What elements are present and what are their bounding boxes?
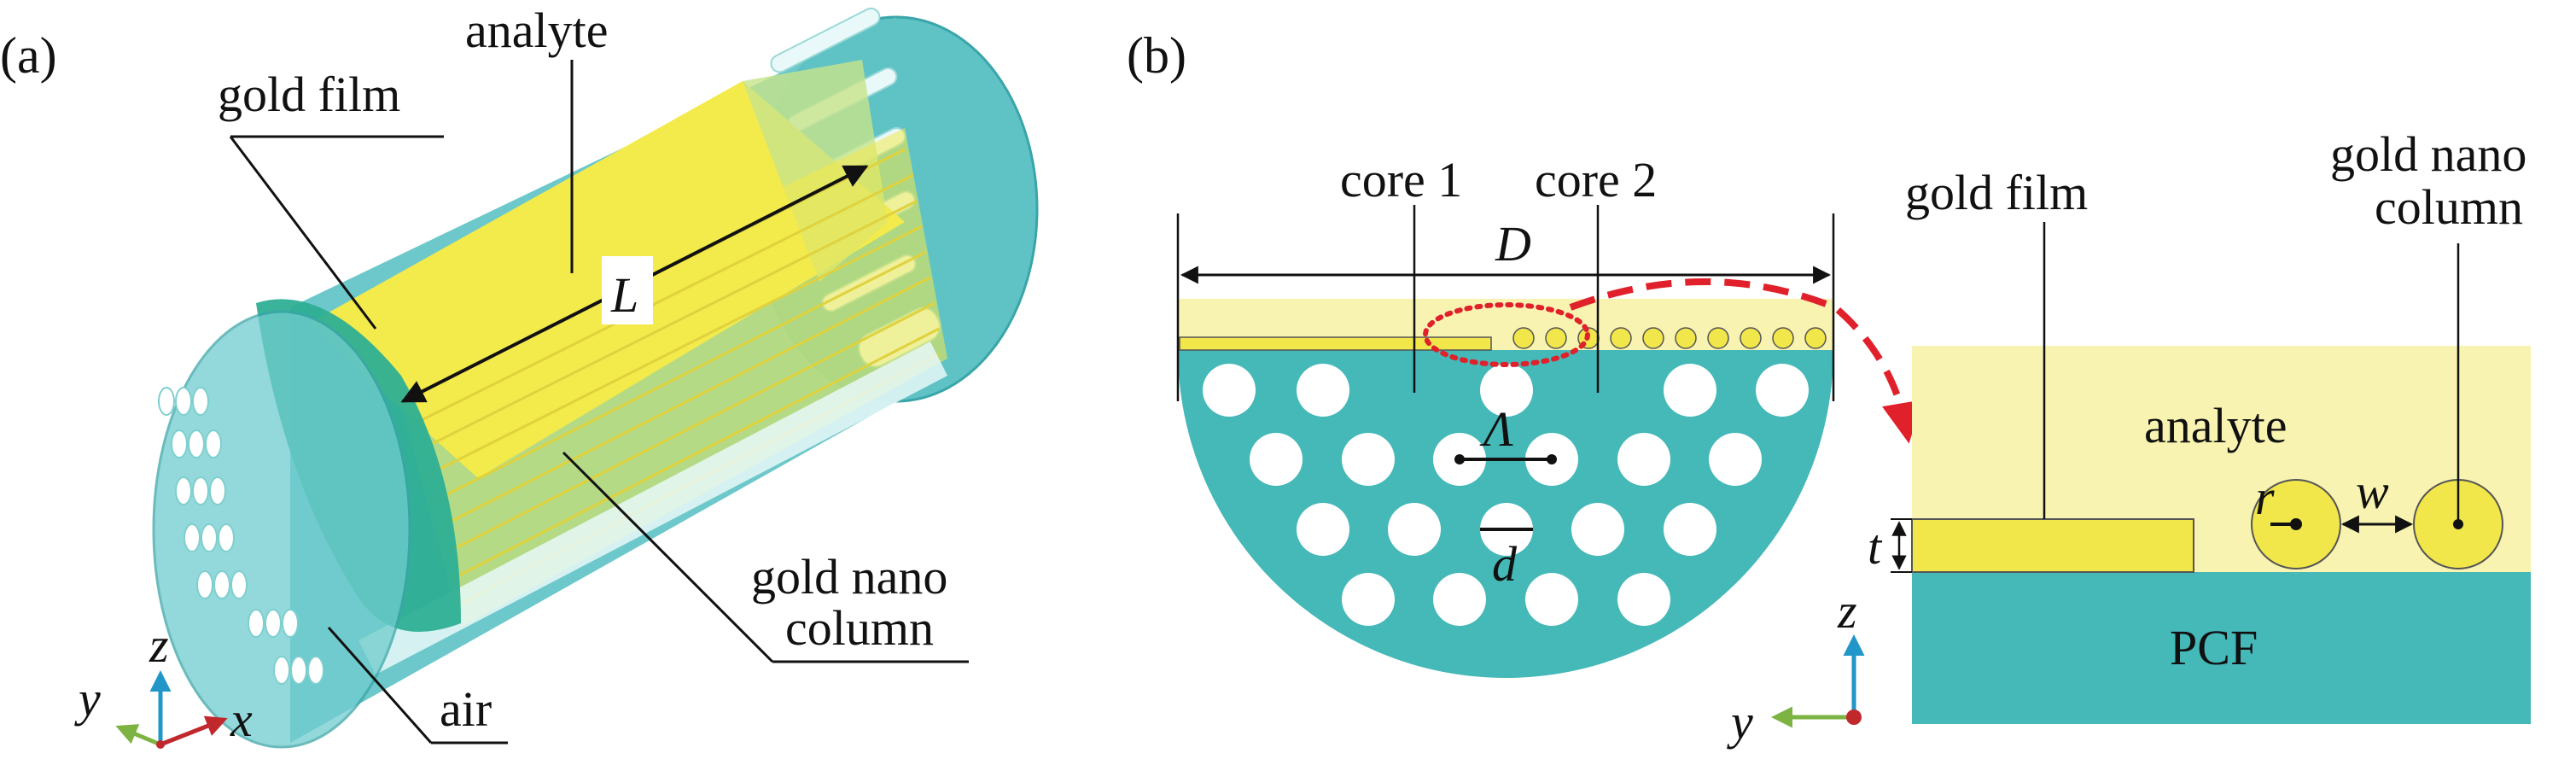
zoom-pcf-label: PCF [2170,620,2258,675]
core2-label: core 2 [1535,152,1657,207]
tube-highlight [358,342,947,674]
axis-a-x: x [230,692,253,747]
analyte-label: analyte [465,3,608,58]
axis-a-z: z [149,617,169,673]
zoom-nano-label-1: gold nano [2330,126,2526,182]
nano-column-row [1512,327,1827,349]
gold-film-label: gold film [218,67,400,122]
gold-nano-label-1: gold nano [751,549,947,604]
axis-a-y: y [74,671,101,727]
length-label-bg [602,256,653,324]
zoom-nano-label-2: column [2375,179,2523,235]
air-leader-diag [327,627,433,744]
nano-leader-diag [562,451,774,663]
panel-b-label: (b) [1127,27,1186,84]
panel-a-label: (a) [0,27,57,84]
gold-film-strip [1179,336,1492,351]
core1-label: core 1 [1340,152,1462,207]
length-label: L [610,267,638,323]
radius-dot [2290,518,2302,530]
gold-film-leader-diag [229,136,377,330]
panel-b: (b) D Λ [1127,27,1923,750]
zoom-arrow [1569,278,1923,444]
zoom-region-ellipse [1423,302,1590,367]
zoom-pcf [1912,572,2531,724]
pitch-dot-left [1454,454,1465,464]
axis-b-z: z [1837,583,1857,639]
axis-b-y: y [1727,694,1753,750]
radius-label: r [2255,470,2275,525]
panel-b-zoom: r w t gold film gold nano column analyte… [1868,126,2531,724]
pcf-air-holes [1203,364,1809,626]
zoom-gold-film [1911,518,2194,573]
axes-b [1771,634,1865,728]
hole-diameter-label: d [1492,536,1518,592]
thickness-label: t [1868,519,1883,575]
air-holes-near [158,387,324,685]
air-label: air [440,681,492,737]
zoom-nano-dot [2453,519,2463,529]
axes-a [115,670,228,749]
pitch-dot-right [1547,454,1557,464]
diameter-label: D [1495,216,1531,272]
zoom-gold-film-label: gold film [1905,165,2088,220]
zoom-analyte-label: analyte [2144,398,2287,453]
gold-nano-label-2: column [785,600,934,656]
panel-a: L (a) gold film analyte gold nano column… [0,3,1039,749]
gap-label: w [2356,464,2389,519]
cylinder-near-end [152,310,411,749]
pitch-label: Λ [1479,401,1513,457]
